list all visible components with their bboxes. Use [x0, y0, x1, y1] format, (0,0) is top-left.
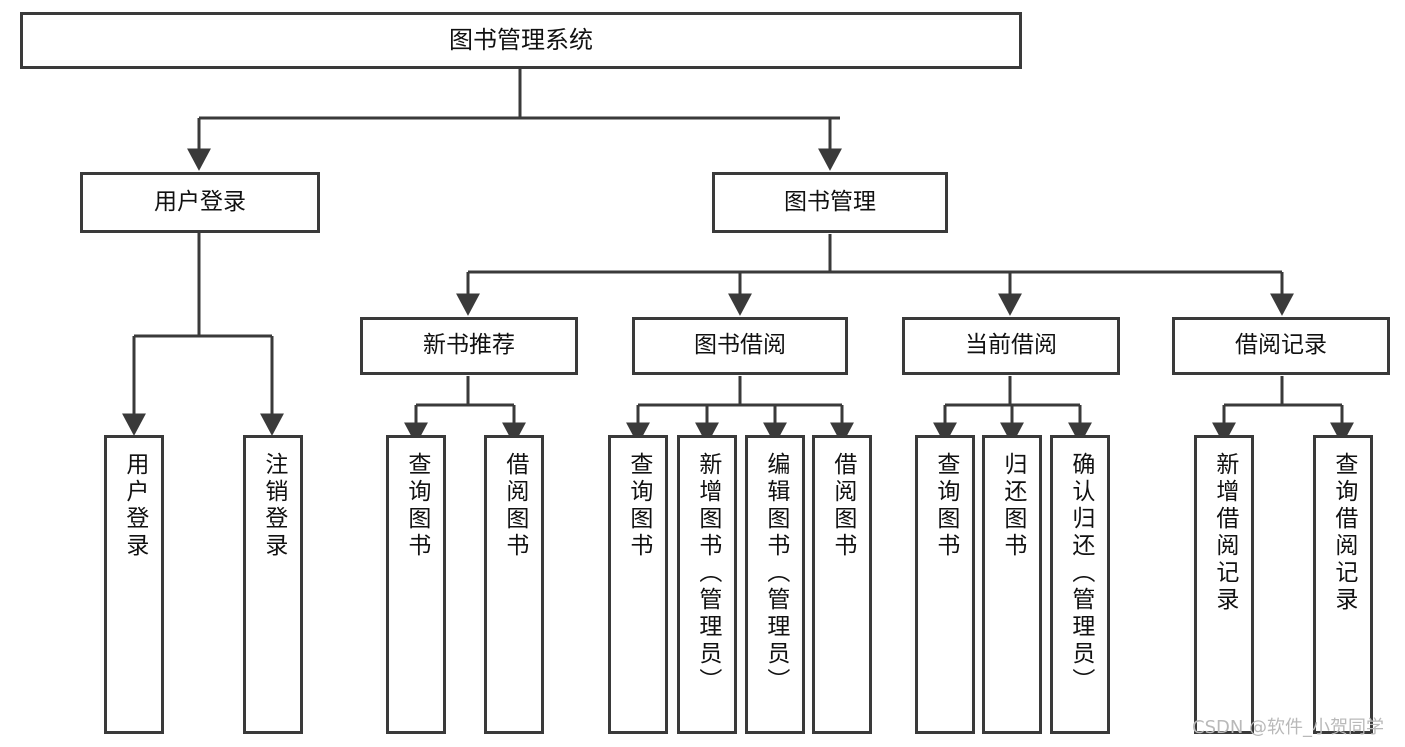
node-borrow-record-label: 借阅记录 [1235, 332, 1327, 359]
node-leaf-add-book[interactable]: 新增图书（管理员） [677, 435, 737, 734]
node-leaf-query-book-a-label: 查询图书 [403, 452, 430, 560]
node-leaf-borrow-book-b-label: 借阅图书 [829, 452, 856, 560]
node-leaf-query-book-c-label: 查询图书 [932, 452, 959, 560]
node-leaf-query-book-b[interactable]: 查询图书 [608, 435, 668, 734]
node-borrow-record[interactable]: 借阅记录 [1172, 317, 1390, 375]
node-book-manage[interactable]: 图书管理 [712, 172, 948, 233]
node-leaf-confirm-return-label: 确认归还（管理员） [1067, 452, 1094, 695]
node-leaf-edit-book[interactable]: 编辑图书（管理员） [745, 435, 805, 734]
node-leaf-return-book-label: 归还图书 [999, 452, 1026, 560]
node-leaf-confirm-return[interactable]: 确认归还（管理员） [1050, 435, 1110, 734]
node-leaf-add-record[interactable]: 新增借阅记录 [1194, 435, 1254, 734]
node-leaf-query-record[interactable]: 查询借阅记录 [1313, 435, 1373, 734]
node-leaf-return-book[interactable]: 归还图书 [982, 435, 1042, 734]
node-leaf-borrow-book-b[interactable]: 借阅图书 [812, 435, 872, 734]
node-book-borrow-label: 图书借阅 [694, 332, 786, 359]
node-leaf-edit-book-label: 编辑图书（管理员） [762, 452, 789, 695]
watermark-text: CSDN @软件_小贺同学 [1192, 717, 1385, 738]
node-leaf-add-record-label: 新增借阅记录 [1211, 452, 1238, 614]
node-leaf-add-book-label: 新增图书（管理员） [694, 452, 721, 695]
node-root-label: 图书管理系统 [449, 26, 593, 55]
node-leaf-user-login[interactable]: 用户登录 [104, 435, 164, 734]
node-leaf-query-book-b-label: 查询图书 [625, 452, 652, 560]
node-new-book-rec[interactable]: 新书推荐 [360, 317, 578, 375]
node-leaf-logout-label: 注销登录 [260, 452, 287, 560]
node-current-borrow[interactable]: 当前借阅 [902, 317, 1120, 375]
node-root[interactable]: 图书管理系统 [20, 12, 1022, 69]
node-leaf-query-book-c[interactable]: 查询图书 [915, 435, 975, 734]
node-leaf-borrow-book-a[interactable]: 借阅图书 [484, 435, 544, 734]
node-leaf-query-book-a[interactable]: 查询图书 [386, 435, 446, 734]
node-leaf-query-record-label: 查询借阅记录 [1330, 452, 1357, 614]
node-current-borrow-label: 当前借阅 [965, 332, 1057, 359]
node-leaf-borrow-book-a-label: 借阅图书 [501, 452, 528, 560]
node-user-login[interactable]: 用户登录 [80, 172, 320, 233]
node-leaf-logout[interactable]: 注销登录 [243, 435, 303, 734]
node-new-book-rec-label: 新书推荐 [423, 332, 515, 359]
node-book-manage-label: 图书管理 [784, 188, 876, 215]
node-leaf-user-login-label: 用户登录 [121, 452, 148, 560]
node-user-login-label: 用户登录 [154, 188, 246, 215]
node-book-borrow[interactable]: 图书借阅 [632, 317, 848, 375]
